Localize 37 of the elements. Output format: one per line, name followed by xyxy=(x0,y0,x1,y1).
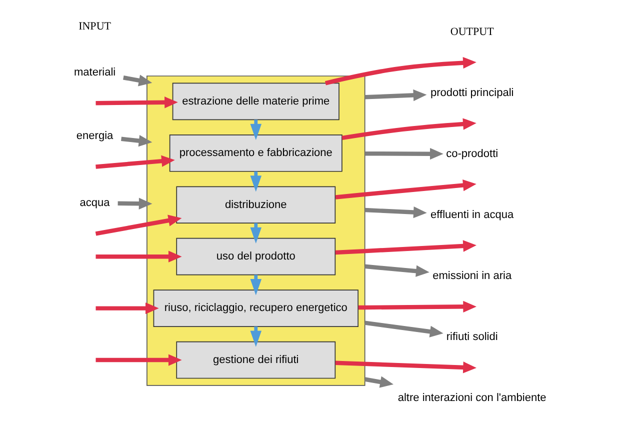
arrow xyxy=(335,179,476,200)
node-box: riuso, riciclaggio, recupero energetico xyxy=(153,290,358,327)
node-text: altre interazioni con l'ambiente xyxy=(398,392,546,404)
arrow xyxy=(364,206,427,218)
arrow xyxy=(335,360,476,374)
arrow xyxy=(95,214,182,236)
arrow xyxy=(358,300,476,313)
arrow xyxy=(364,148,444,160)
node-box: uso del prodotto xyxy=(176,238,336,276)
arrow xyxy=(96,250,182,262)
label: INPUT xyxy=(78,20,112,33)
node-text: effluenti in acqua xyxy=(430,208,514,221)
arrow xyxy=(364,320,444,338)
arrow xyxy=(123,74,152,86)
arrow xyxy=(364,89,427,102)
node-text: emissioni in aria xyxy=(432,270,512,282)
node-text: prodotti principali xyxy=(430,86,514,99)
arrow xyxy=(96,354,182,366)
node-box: processamento e fabbricazione xyxy=(169,134,342,172)
arrow xyxy=(118,198,152,210)
node-text: energia xyxy=(76,130,114,142)
node-box: estrazione delle materie prime xyxy=(172,82,340,120)
arrow xyxy=(335,240,476,255)
arrow xyxy=(96,155,175,169)
node-box: gestione dei rifiuti xyxy=(176,341,336,379)
node-box: distribuzione xyxy=(176,186,336,224)
node-text: materiali xyxy=(74,66,116,78)
label: OUTPUT xyxy=(450,26,494,38)
arrow xyxy=(364,376,394,388)
arrow xyxy=(96,96,178,108)
arrow xyxy=(324,56,476,86)
node-text: co-prodotti xyxy=(446,148,498,160)
arrow xyxy=(364,264,430,277)
arrow xyxy=(96,302,159,314)
node-text: acqua xyxy=(80,197,110,210)
node-text: rifiuti solidi xyxy=(446,331,498,344)
arrow xyxy=(121,134,152,147)
